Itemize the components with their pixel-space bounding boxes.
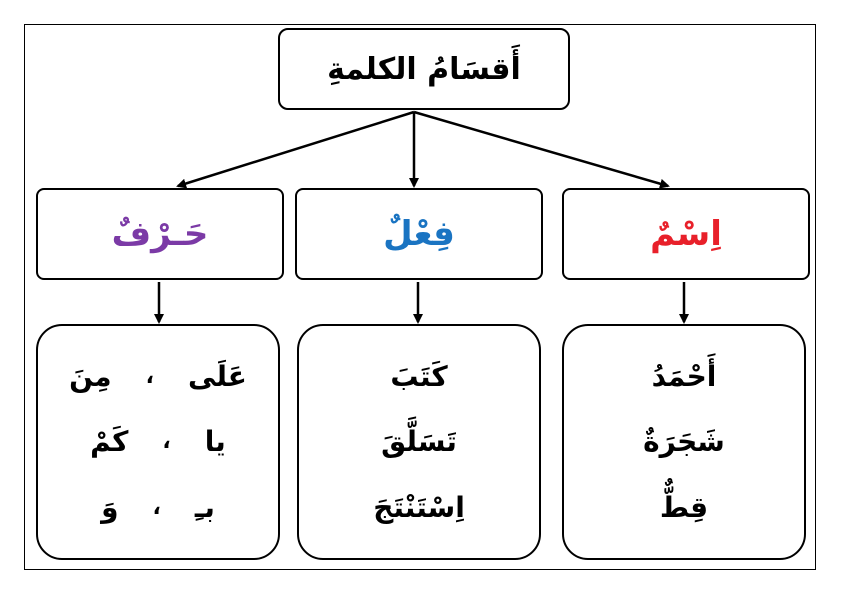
fil-example: كَتَبَ <box>390 360 448 394</box>
harf-separator: ، <box>162 429 171 455</box>
category-harf-label: حَـرْفٌ <box>111 214 209 254</box>
diagram-frame <box>24 24 816 570</box>
harf-example: يا <box>204 425 226 459</box>
root-node: أَقسَامُ الكلمةِ <box>278 28 570 110</box>
harf-separator: ، <box>152 494 161 520</box>
harf-row: يا ، كَمْ <box>90 425 226 458</box>
harf-separator: ، <box>145 364 154 390</box>
arrow-root-to-ism <box>413 110 670 189</box>
harf-example: مِنَ <box>69 360 112 394</box>
fil-example: اِسْتَنْتَجَ <box>373 490 465 524</box>
examples-harf: عَلَى ، مِنَ يا ، كَمْ بـِ ، وَ <box>36 324 280 560</box>
examples-fil: كَتَبَ تَسَلَّقَ اِسْتَنْتَجَ <box>297 324 541 560</box>
category-ism: اِسْمٌ <box>562 188 810 280</box>
ism-example: قِطٌّ <box>659 490 709 524</box>
arrow-root-to-harf <box>176 110 415 189</box>
fil-example: تَسَلَّقَ <box>381 425 457 459</box>
category-harf: حَـرْفٌ <box>36 188 284 280</box>
ism-example: شَجَرَةٌ <box>643 425 725 459</box>
harf-example: وَ <box>101 490 119 524</box>
category-ism-label: اِسْمٌ <box>650 214 722 254</box>
category-fil: فِعْلٌ <box>295 188 543 280</box>
harf-example: عَلَى <box>188 360 247 394</box>
root-label: أَقسَامُ الكلمةِ <box>327 51 521 87</box>
examples-ism: أَحْمَدُ شَجَرَةٌ قِطٌّ <box>562 324 806 560</box>
harf-row: بـِ ، وَ <box>101 491 215 524</box>
harf-row: عَلَى ، مِنَ <box>69 360 247 393</box>
ism-example: أَحْمَدُ <box>651 360 717 394</box>
category-fil-label: فِعْلٌ <box>383 214 455 254</box>
harf-example: بـِ <box>194 490 215 524</box>
harf-example: كَمْ <box>90 425 129 459</box>
